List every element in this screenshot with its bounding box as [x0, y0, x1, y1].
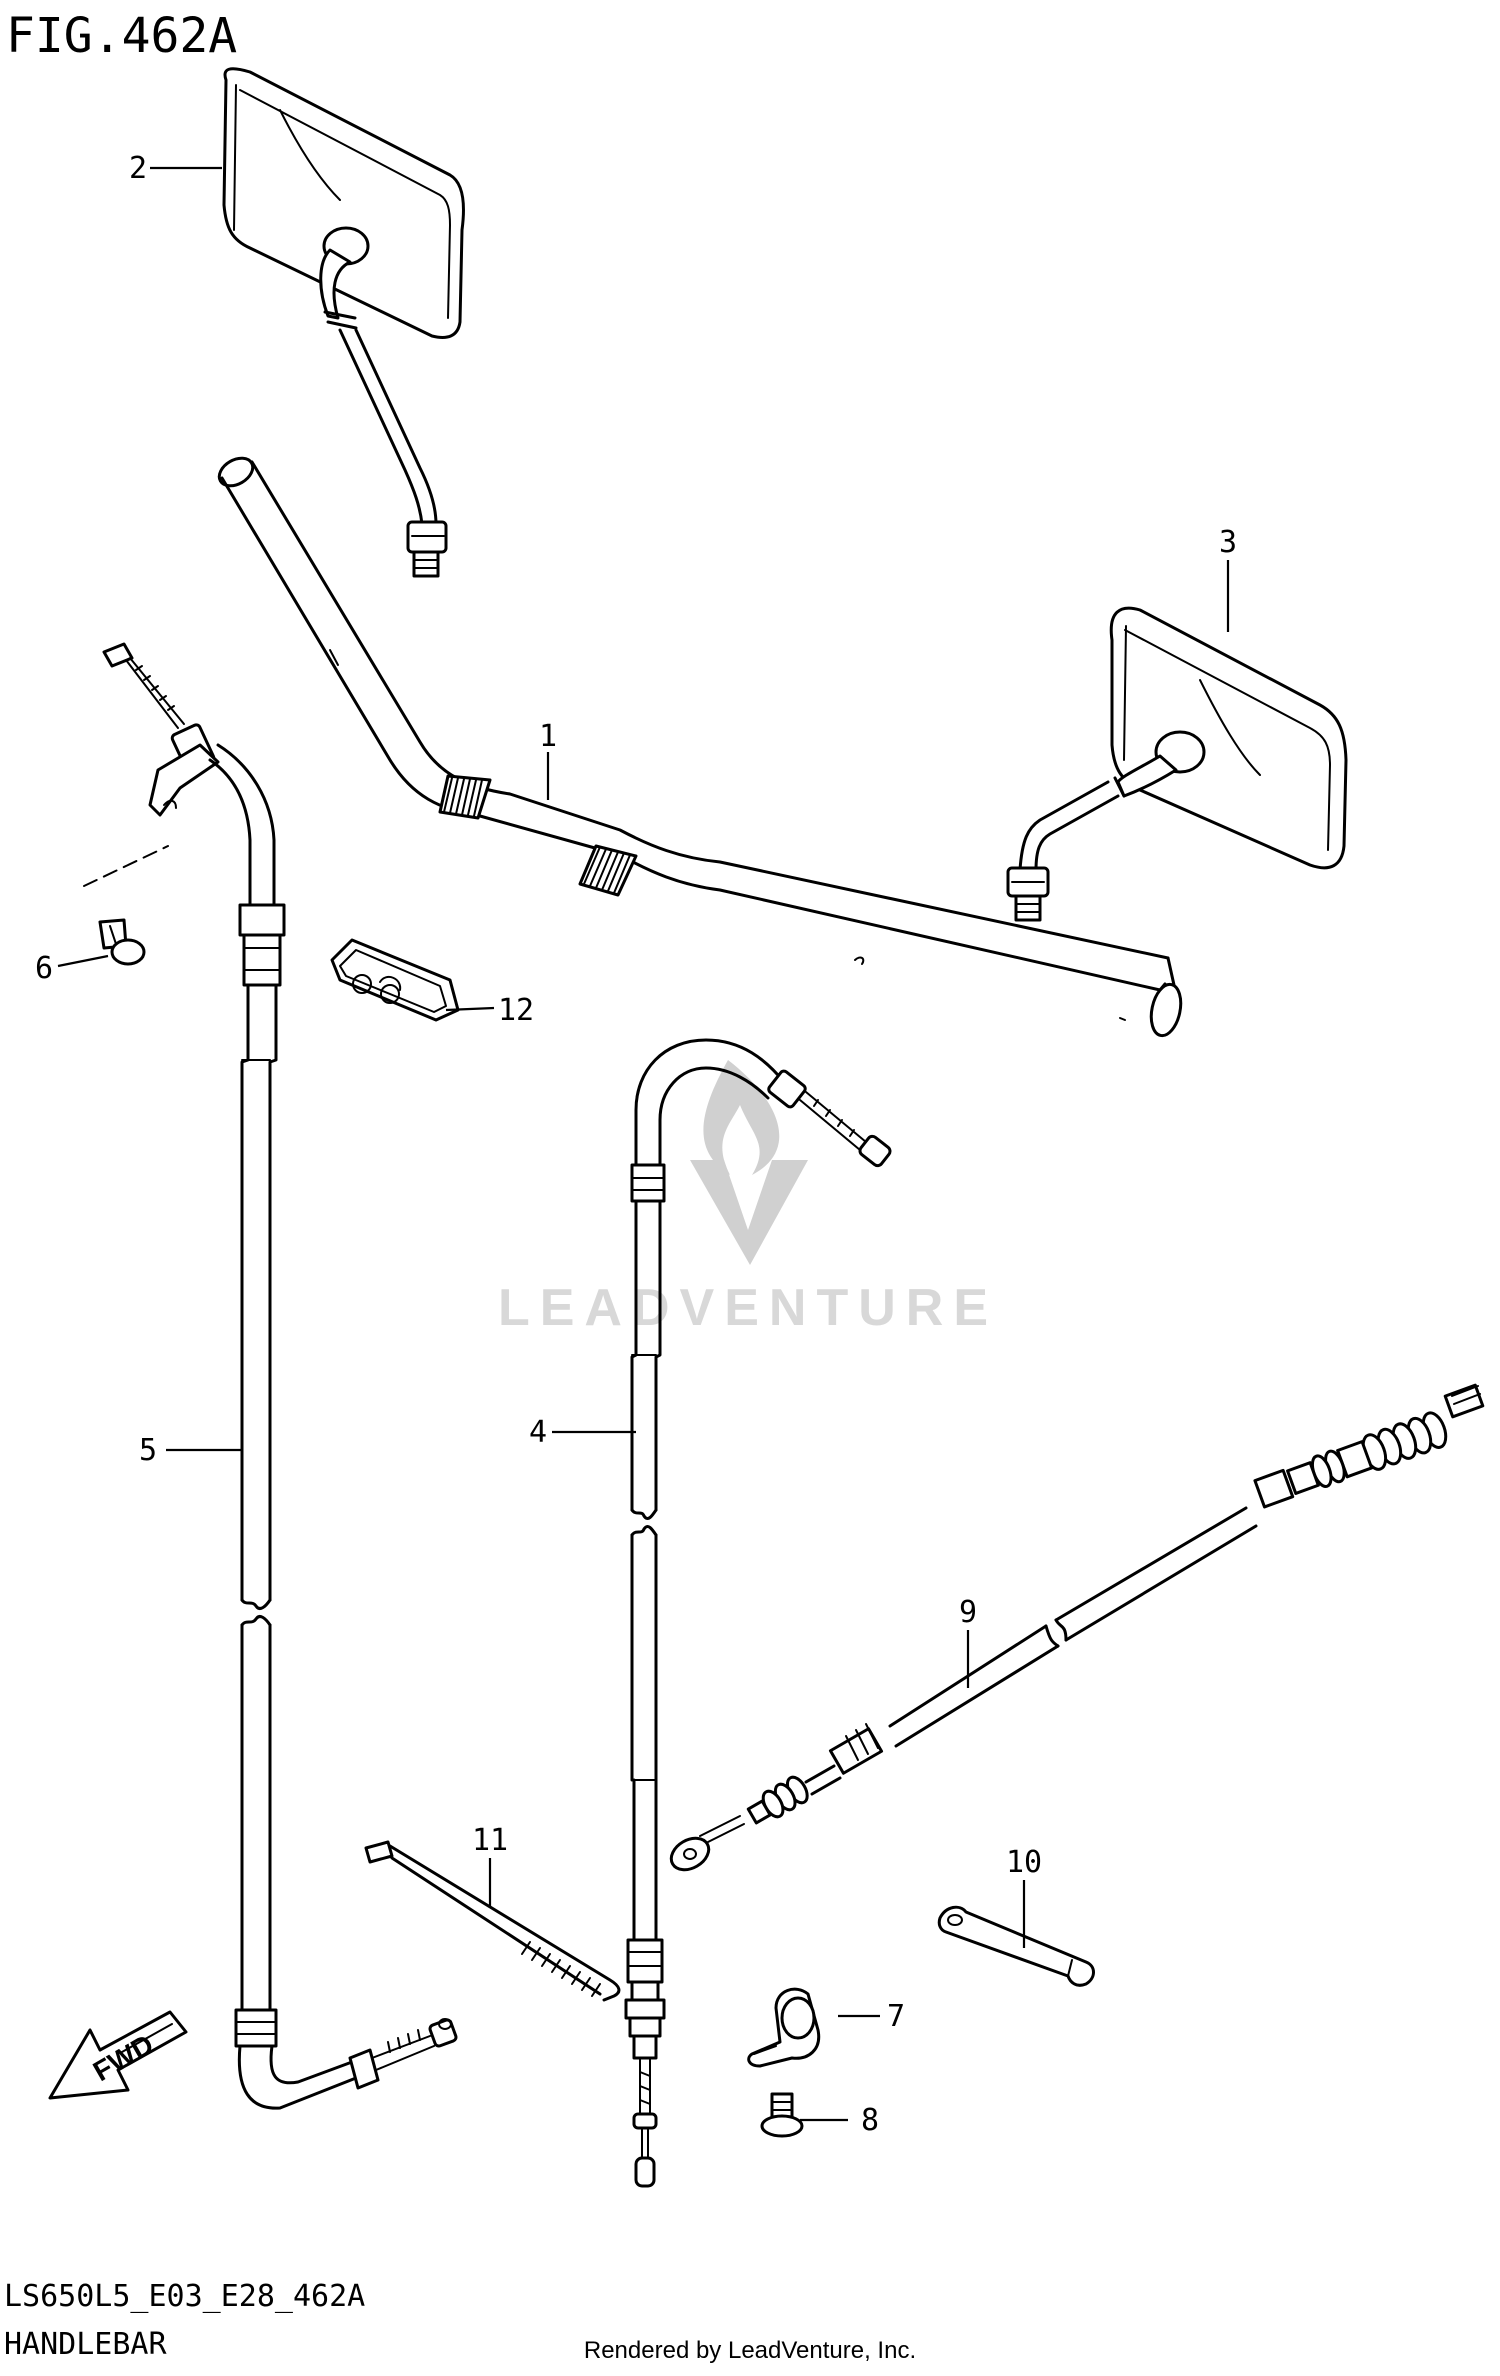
callout-9: 9 [959, 1595, 977, 1630]
callout-6: 6 [35, 951, 53, 986]
mirror-left [222, 67, 465, 578]
figure-name: HANDLEBAR [4, 2327, 167, 2362]
callout-3: 3 [1219, 525, 1237, 560]
callout-11: 11 [472, 1823, 508, 1858]
fwd-arrow [48, 2010, 188, 2100]
callout-1: 1 [539, 719, 557, 754]
clamp-7 [747, 1987, 821, 2068]
cable-tie-11 [364, 1840, 621, 2002]
clip-12 [330, 938, 460, 1022]
bolt-6 [83, 845, 169, 966]
callout-leaders [57, 166, 1230, 2122]
watermark-logo [690, 1060, 808, 1265]
bracket-10 [937, 1905, 1095, 1987]
cable-5 [102, 642, 458, 2110]
watermark-text: LEADVENTURE [498, 1279, 998, 1337]
figure-title: FIG.462A [6, 8, 237, 64]
handlebar [217, 456, 1183, 1038]
callout-7: 7 [887, 1999, 905, 2034]
callout-10: 10 [1006, 1845, 1042, 1880]
callout-5: 5 [139, 1433, 157, 1468]
cable-4 [624, 1038, 892, 2188]
callout-8: 8 [861, 2103, 879, 2138]
screw-8 [760, 2092, 804, 2138]
mirror-right [1006, 606, 1348, 922]
callout-2: 2 [129, 151, 147, 186]
figure-code: LS650L5_E03_E28_462A [4, 2279, 365, 2314]
render-credit: Rendered by LeadVenture, Inc. [584, 2337, 916, 2364]
cable-9 [669, 1383, 1485, 1872]
callout-4: 4 [529, 1415, 547, 1450]
callout-12: 12 [498, 993, 534, 1028]
